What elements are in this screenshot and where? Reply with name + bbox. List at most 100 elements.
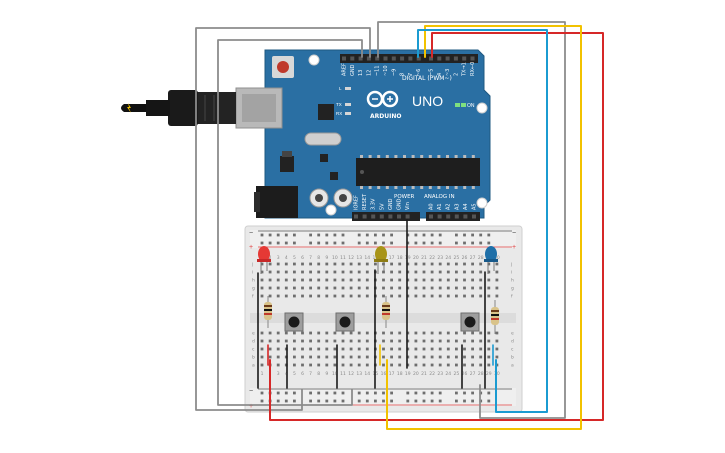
- column-number: 22: [429, 371, 435, 377]
- analog-pin-label: A2: [446, 203, 452, 210]
- power-pin-label: IOREF: [354, 195, 360, 210]
- row-letter: h: [511, 278, 514, 284]
- push-button-2[interactable]: [335, 312, 355, 332]
- mounting-hole: [325, 204, 337, 216]
- row-letter: j: [510, 262, 512, 268]
- mounting-hole: [476, 102, 488, 114]
- column-number: 5: [293, 371, 296, 377]
- column-number: 15: [373, 255, 379, 261]
- column-number: 21: [421, 371, 427, 377]
- on-led-label: ON: [467, 103, 475, 109]
- power-pin-label: GND: [388, 198, 394, 210]
- red-led[interactable]: [257, 246, 271, 274]
- column-number: 27: [470, 255, 476, 261]
- column-number: 14: [364, 371, 370, 377]
- row-letter: d: [511, 339, 514, 345]
- tx-led-label: TX: [336, 102, 342, 107]
- digital-header-label: DIGITAL (PWM~): [402, 75, 452, 82]
- resistor-2[interactable]: [382, 296, 390, 328]
- digital-pin-holes: [342, 56, 475, 61]
- column-number: 18: [397, 255, 403, 261]
- gray-wire: [217, 39, 363, 406]
- column-number: 3: [277, 371, 280, 377]
- resistor-1[interactable]: [264, 296, 272, 328]
- column-number: 20: [413, 371, 419, 377]
- column-number: 1: [261, 371, 264, 377]
- yellow-long-wire: [386, 25, 582, 430]
- row-letter: b: [511, 355, 514, 361]
- digital-pin-label: GND: [350, 64, 356, 76]
- column-number: 27: [470, 371, 476, 377]
- mounting-hole: [476, 197, 488, 209]
- resistor-3[interactable]: [491, 300, 499, 334]
- column-number: 24: [445, 255, 451, 261]
- voltage-regulator: [280, 156, 294, 172]
- row-letter: i: [511, 270, 512, 276]
- yellow-led[interactable]: [374, 246, 388, 274]
- power-pin-label: Vin: [405, 202, 411, 210]
- column-number: 12: [348, 371, 354, 377]
- column-number: 25: [454, 371, 460, 377]
- analog-header-label: ANALOG IN: [424, 194, 455, 200]
- rx-led-label: RX: [336, 111, 342, 116]
- mounting-hole: [308, 54, 320, 66]
- column-number: 13: [356, 371, 362, 377]
- digital-pin-label: 8: [400, 73, 406, 76]
- red-long-wire: [269, 32, 604, 421]
- column-number: 19: [405, 255, 411, 261]
- row-letter: i: [252, 270, 253, 276]
- breadboard-holes: [260, 233, 499, 403]
- row-letter: c: [252, 348, 255, 353]
- digital-pin-label: 13: [358, 70, 364, 76]
- digital-pin-label: ~9: [391, 69, 397, 76]
- analog-pin-label: A3: [454, 203, 460, 210]
- row-letter: h: [252, 278, 255, 284]
- column-number: 18: [397, 371, 403, 377]
- column-number: 26: [462, 255, 468, 261]
- column-number: 25: [454, 255, 460, 261]
- power-header: [352, 212, 420, 221]
- components: [257, 246, 499, 334]
- column-number: 13: [356, 255, 362, 261]
- column-number: 10: [332, 371, 338, 377]
- arduino-logo-icon: [366, 90, 399, 108]
- column-number: 28: [478, 255, 484, 261]
- digital-pin-label: ~6: [416, 69, 422, 76]
- push-button-3[interactable]: [460, 312, 480, 332]
- gray-wire: [377, 21, 566, 419]
- column-number: 17: [389, 371, 395, 377]
- analog-pin-label: A1: [437, 203, 443, 210]
- column-number: 11: [340, 371, 346, 377]
- push-button-1[interactable]: [284, 312, 304, 332]
- power-header-label: POWER: [394, 194, 415, 200]
- column-number: 23: [437, 371, 443, 377]
- digital-pin-label: RX←0: [470, 62, 476, 76]
- column-number: 7: [309, 371, 312, 377]
- power-pin-label: 3.3V: [371, 198, 377, 210]
- rail-plus-label: +: [249, 244, 253, 251]
- column-number: 8: [317, 255, 320, 261]
- rail-plus-label-bottom: +: [249, 403, 253, 410]
- column-number: 9: [325, 371, 328, 377]
- smd-part: [320, 154, 328, 162]
- row-letter: a: [252, 364, 255, 369]
- column-number: 24: [445, 371, 451, 377]
- column-number: 7: [309, 255, 312, 261]
- column-number: 17: [389, 255, 395, 261]
- rail-minus-label-right: −: [512, 230, 516, 237]
- column-number: 2: [269, 255, 272, 261]
- column-number: 16: [381, 371, 387, 377]
- digital-pin-label: TX→1: [462, 62, 468, 77]
- digital-pin-label: ~5: [429, 69, 435, 76]
- digital-pin-label: AREF: [342, 63, 348, 76]
- crystal: [304, 132, 342, 146]
- blue-led[interactable]: [484, 246, 498, 274]
- blue-long-wire: [417, 29, 548, 413]
- row-letter: d: [252, 339, 255, 345]
- usb-cable: [121, 90, 236, 126]
- digital-pin-label: ~11: [375, 65, 381, 76]
- column-number: 29: [486, 371, 492, 377]
